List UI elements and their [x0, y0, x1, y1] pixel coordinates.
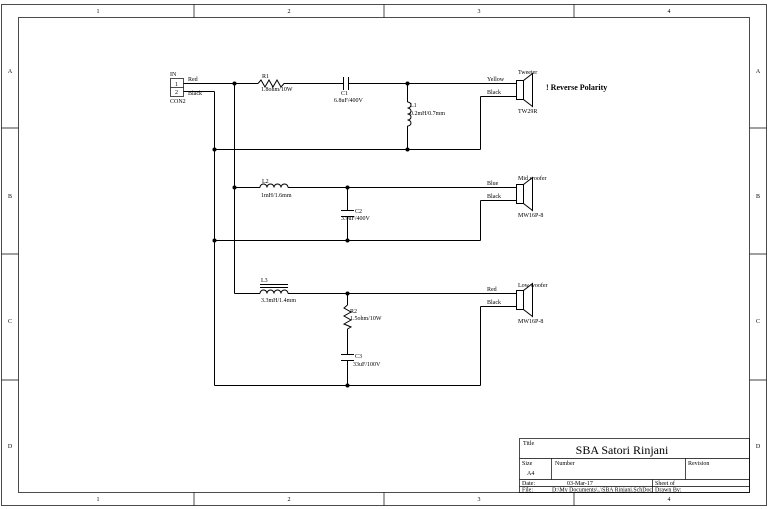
tweeter-wire-neg-label: Black: [487, 90, 501, 96]
mid-woofer-speaker-icon: [516, 176, 533, 212]
junction-dot: [405, 81, 410, 86]
resistor-r2-symbol: [342, 304, 353, 330]
low-wire-pos-label: Red: [487, 287, 497, 293]
input-wire-neg-label: Black: [188, 91, 202, 97]
low-woofer-speaker-icon: [516, 282, 533, 318]
inner-frame: [18, 17, 750, 493]
col-label-bottom-1: 1: [97, 497, 100, 503]
inductor-l1-symbol: [407, 101, 412, 127]
r2-value: 1.5ohm/10W: [350, 316, 382, 322]
capacitor-c1-symbol: [340, 77, 352, 90]
tweeter-model: TW29R: [518, 109, 537, 115]
drawn-by-label: Drawn By:: [655, 488, 682, 494]
row-dividers: [1, 127, 767, 381]
date-label: Date:: [522, 481, 535, 487]
junction-dot: [345, 383, 350, 388]
col-label-bottom-3: 3: [478, 497, 481, 503]
date-value: 03-Mar-17: [567, 481, 593, 487]
mid-wire-pos-label: Blue: [487, 181, 499, 187]
row-label-right-d: D: [756, 444, 761, 450]
number-label: Number: [555, 461, 575, 467]
row-label-right-c: C: [756, 319, 760, 325]
size-value: A4: [527, 471, 534, 477]
size-label: Size: [522, 461, 533, 467]
input-wire-pos-label: Red: [188, 77, 198, 83]
l2-ref: L2: [262, 179, 269, 185]
capacitor-c3-symbol: [341, 354, 354, 361]
row-label-left-a: A: [8, 69, 13, 75]
c2-ref: C2: [355, 209, 362, 215]
l3-value: 3.3mH/1.4mm: [261, 298, 296, 304]
l3-ref: L3: [261, 278, 268, 284]
column-dividers: [193, 4, 575, 506]
c2-value: 3.9uF/400V: [341, 216, 371, 222]
l1-value: 0.2mH/0.7mm: [410, 111, 445, 117]
col-label-top-2: 2: [288, 9, 291, 15]
col-label-top-3: 3: [478, 9, 481, 15]
junction-dot: [232, 185, 237, 190]
tweeter-wire-pos-label: Yellow: [487, 77, 505, 83]
file-path: D:\My Documents\..\SBA Rinjani.SchDoc: [552, 488, 652, 494]
connector-pin1: 1: [175, 82, 178, 88]
wires: [183, 83, 516, 386]
low-woofer-model: MW16P-8: [518, 319, 543, 325]
junction-dot: [345, 238, 350, 243]
row-label-left-d: D: [8, 444, 13, 450]
junction-dot: [405, 147, 410, 152]
connector-label: IN: [170, 72, 177, 78]
junction-dot: [345, 185, 350, 190]
drawing-title: SBA Satori Rinjani: [576, 443, 669, 457]
reverse-polarity-note: ! Reverse Polarity: [546, 83, 607, 92]
col-label-top-1: 1: [97, 9, 100, 15]
title-label: Title: [523, 441, 534, 447]
col-label-bottom-2: 2: [288, 497, 291, 503]
title-block: [519, 438, 750, 493]
junction-dots: [212, 81, 410, 388]
c3-value: 33uF/100V: [353, 362, 381, 368]
junction-dot: [212, 147, 217, 152]
l1-ref: L1: [410, 103, 417, 109]
file-label: File:: [522, 488, 533, 494]
c3-ref: C3: [355, 354, 362, 360]
resistor-r1-symbol: [257, 78, 286, 89]
r2-ref: R2: [350, 309, 357, 315]
outer-frame: [1, 4, 767, 506]
tweeter-name: Tweeter: [518, 70, 537, 76]
r1-value: 1.8ohm/10W: [261, 87, 293, 93]
col-label-bottom-4: 4: [668, 497, 671, 503]
row-label-left-b: B: [8, 194, 12, 200]
r1-ref: R1: [262, 74, 269, 80]
mid-wire-neg-label: Black: [487, 194, 501, 200]
junction-dot: [345, 291, 350, 296]
row-label-left-c: C: [8, 319, 12, 325]
junction-dot: [212, 238, 217, 243]
low-wire-neg-label: Black: [487, 300, 501, 306]
connector-pin2: 2: [175, 90, 178, 96]
connector-ref: CON2: [170, 99, 186, 105]
mid-woofer-model: MW16P-8: [518, 213, 543, 219]
row-label-right-a: A: [756, 69, 761, 75]
sheet-label: Sheet of: [655, 480, 675, 487]
inductor-l3-symbol: [259, 284, 289, 294]
tweeter-speaker-icon: [516, 72, 533, 108]
l2-value: 1mH/1.6mm: [261, 193, 292, 199]
c1-value: 6.8uF/400V: [334, 98, 364, 104]
low-woofer-name: Low woofer: [518, 282, 548, 289]
input-connector: IN 1 2 CON2: [170, 72, 186, 105]
mid-woofer-name: Mid woofer: [518, 175, 547, 182]
col-label-top-4: 4: [668, 9, 671, 15]
c1-ref: C1: [341, 91, 348, 97]
inductor-l2-symbol: [259, 183, 289, 188]
capacitor-c2-symbol: [341, 210, 354, 217]
row-label-right-b: B: [756, 194, 760, 200]
junction-dot: [232, 81, 237, 86]
revision-label: Revision: [688, 461, 709, 467]
